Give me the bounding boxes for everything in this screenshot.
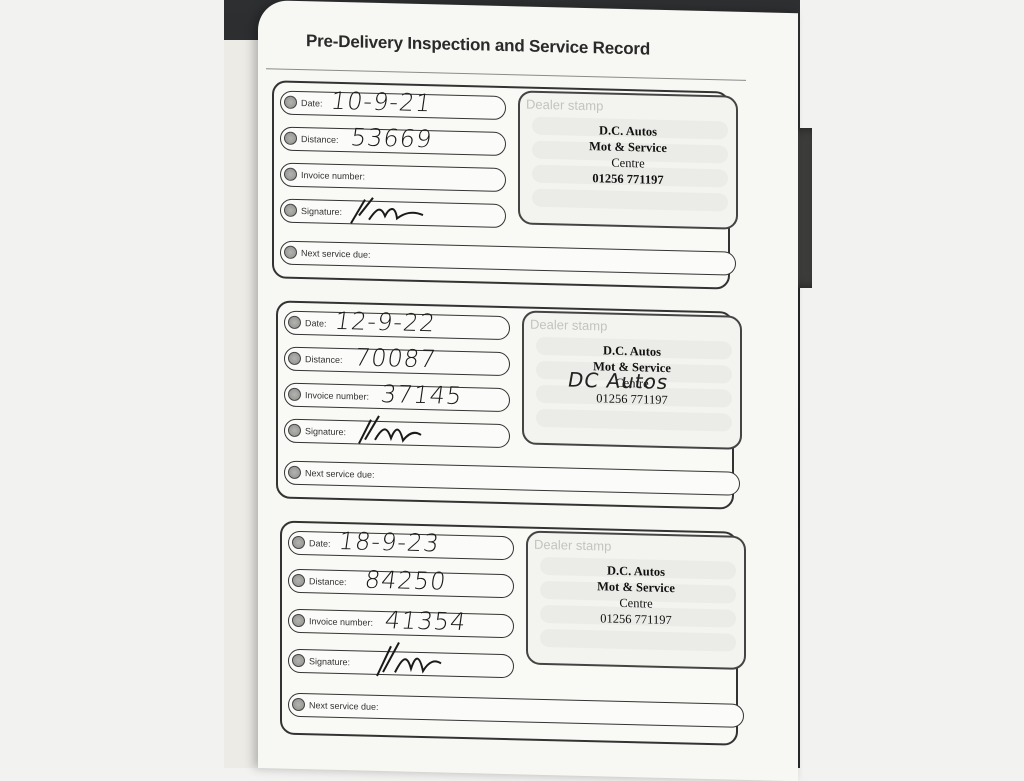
handwritten-stamp-overwrite: DC Autos	[565, 367, 671, 394]
distance-field: Distance: 84250	[288, 565, 514, 599]
invoice-value: 41354	[383, 606, 469, 637]
distance-label: Distance:	[305, 354, 343, 366]
bullet-icon	[288, 315, 301, 330]
dealer-stamp-imprint: D.C. Autos Mot & Service Centre 01256 77…	[520, 120, 736, 189]
distance-label: Distance:	[309, 576, 347, 588]
next-service-field: Next service due:	[284, 460, 740, 496]
date-label: Date:	[305, 318, 327, 329]
bullet-icon	[292, 653, 305, 668]
bullet-icon	[288, 465, 301, 480]
bullet-icon	[284, 245, 297, 259]
next-service-field: Next service due:	[280, 240, 736, 276]
title-divider	[266, 68, 746, 81]
invoice-label: Invoice number:	[301, 170, 366, 182]
handwritten-signature	[347, 193, 427, 227]
page-title: Pre-Delivery Inspection and Service Reco…	[306, 31, 651, 59]
bullet-icon	[288, 387, 301, 402]
distance-value: 84250	[363, 565, 449, 596]
bullet-icon	[288, 351, 301, 366]
dealer-stamp-label: Dealer stamp	[534, 536, 612, 554]
distance-field: Distance: 70087	[284, 343, 510, 377]
service-record-2: Date: 12-9-22 Distance: 70087 Invoice nu…	[276, 300, 742, 510]
next-service-label: Next service due:	[305, 468, 375, 480]
dealer-stamp-label: Dealer stamp	[526, 96, 604, 114]
handwritten-signature	[373, 638, 443, 680]
next-service-field: Next service due:	[288, 692, 744, 728]
invoice-field: Invoice number: 37145	[284, 380, 510, 413]
distance-value: 53669	[349, 123, 435, 154]
next-service-label: Next service due:	[301, 248, 371, 260]
signature-field: Signature:	[288, 641, 514, 679]
date-label: Date:	[309, 538, 331, 549]
invoice-field: Invoice number:	[280, 162, 506, 193]
service-record-1: Date: 10-9-21 Distance: 53669 Invoice nu…	[272, 80, 738, 290]
bullet-icon	[288, 423, 301, 438]
service-record-3: Date: 18-9-23 Distance: 84250 Invoice nu…	[280, 520, 746, 746]
bullet-icon	[284, 95, 297, 109]
next-service-label: Next service due:	[309, 700, 379, 712]
dealer-stamp-label: Dealer stamp	[530, 316, 608, 334]
date-field: Date: 10-9-21	[280, 87, 506, 121]
signature-field: Signature:	[284, 415, 510, 449]
date-value: 12-9-22	[333, 306, 438, 338]
bullet-icon	[284, 131, 297, 145]
handwritten-signature	[355, 411, 425, 447]
bullet-icon	[292, 573, 305, 588]
bullet-icon	[292, 613, 305, 628]
dealer-stamp-box: Dealer stamp D.C. Autos Mot & Service Ce…	[526, 530, 746, 670]
dealer-stamp-imprint: D.C. Autos Mot & Service Centre 01256 77…	[528, 561, 744, 630]
date-field: Date: 18-9-23	[288, 527, 514, 561]
invoice-label: Invoice number:	[309, 616, 374, 628]
date-label: Date:	[301, 98, 323, 109]
invoice-field: Invoice number: 41354	[288, 606, 514, 639]
dealer-stamp-box: Dealer stamp D.C. Autos Mot & Service Ce…	[518, 90, 738, 230]
signature-label: Signature:	[301, 206, 343, 218]
distance-label: Distance:	[301, 134, 339, 145]
service-book-page: Pre-Delivery Inspection and Service Reco…	[258, 0, 798, 781]
signature-label: Signature:	[305, 426, 347, 438]
date-field: Date: 12-9-22	[284, 307, 510, 341]
invoice-value: 37145	[379, 380, 465, 410]
invoice-label: Invoice number:	[305, 390, 370, 402]
bullet-icon	[284, 203, 297, 217]
dealer-stamp-box: Dealer stamp D.C. Autos Mot & Service Ce…	[522, 310, 742, 450]
distance-field: Distance: 53669	[280, 123, 506, 157]
bullet-icon	[292, 535, 305, 550]
signature-field: Signature:	[280, 197, 506, 229]
distance-value: 70087	[353, 343, 439, 374]
date-value: 18-9-23	[337, 527, 442, 558]
bullet-icon	[284, 167, 297, 181]
date-value: 10-9-21	[329, 86, 434, 118]
bullet-icon	[292, 697, 305, 712]
signature-label: Signature:	[309, 656, 351, 668]
